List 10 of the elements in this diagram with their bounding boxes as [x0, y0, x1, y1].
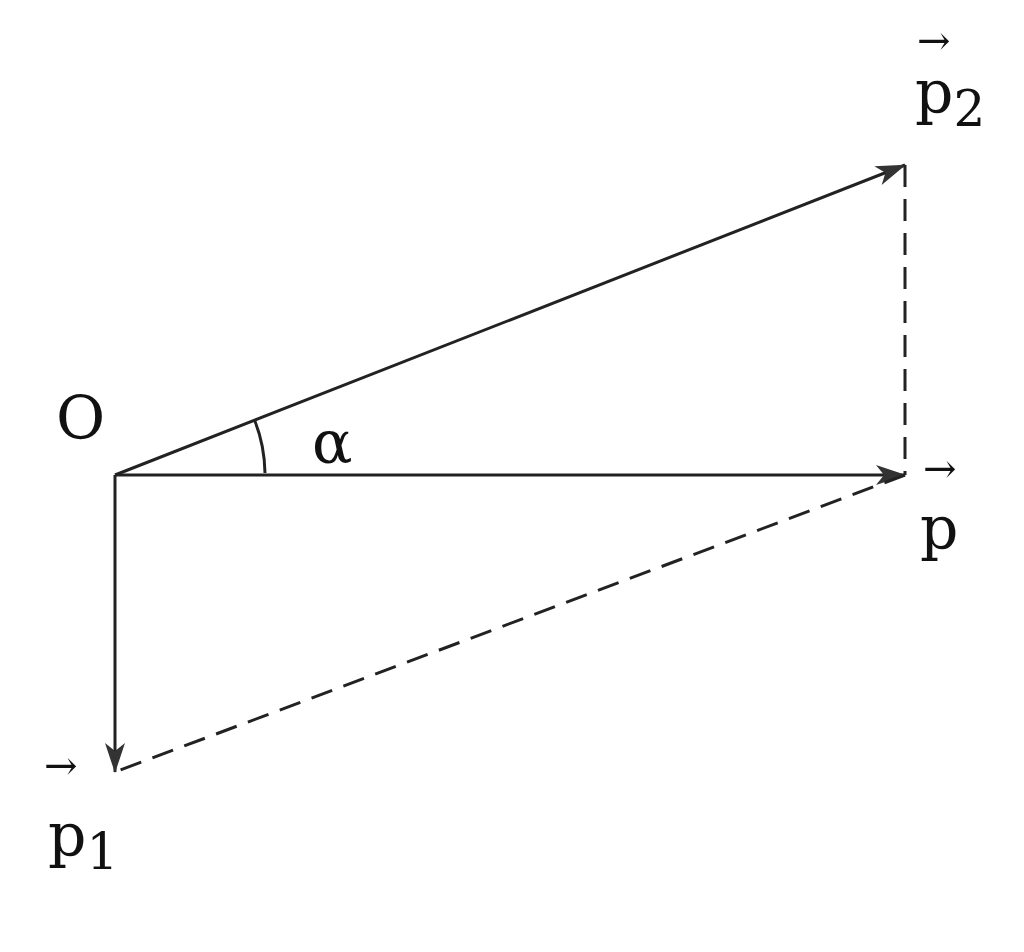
vector-arrow-sign: → — [44, 745, 78, 785]
vector-arrow — [105, 475, 125, 773]
angle-label: α — [312, 412, 353, 472]
vector-label: p$_{1}$ — [48, 805, 119, 877]
point-label: O — [56, 388, 106, 448]
vector-arrow-sign: → — [923, 448, 957, 488]
vector-arrow-sign: → — [917, 20, 951, 60]
vector-label: p$_{2}$ — [915, 62, 986, 134]
vector-arrow — [114, 163, 906, 477]
dashed-line — [903, 165, 907, 475]
